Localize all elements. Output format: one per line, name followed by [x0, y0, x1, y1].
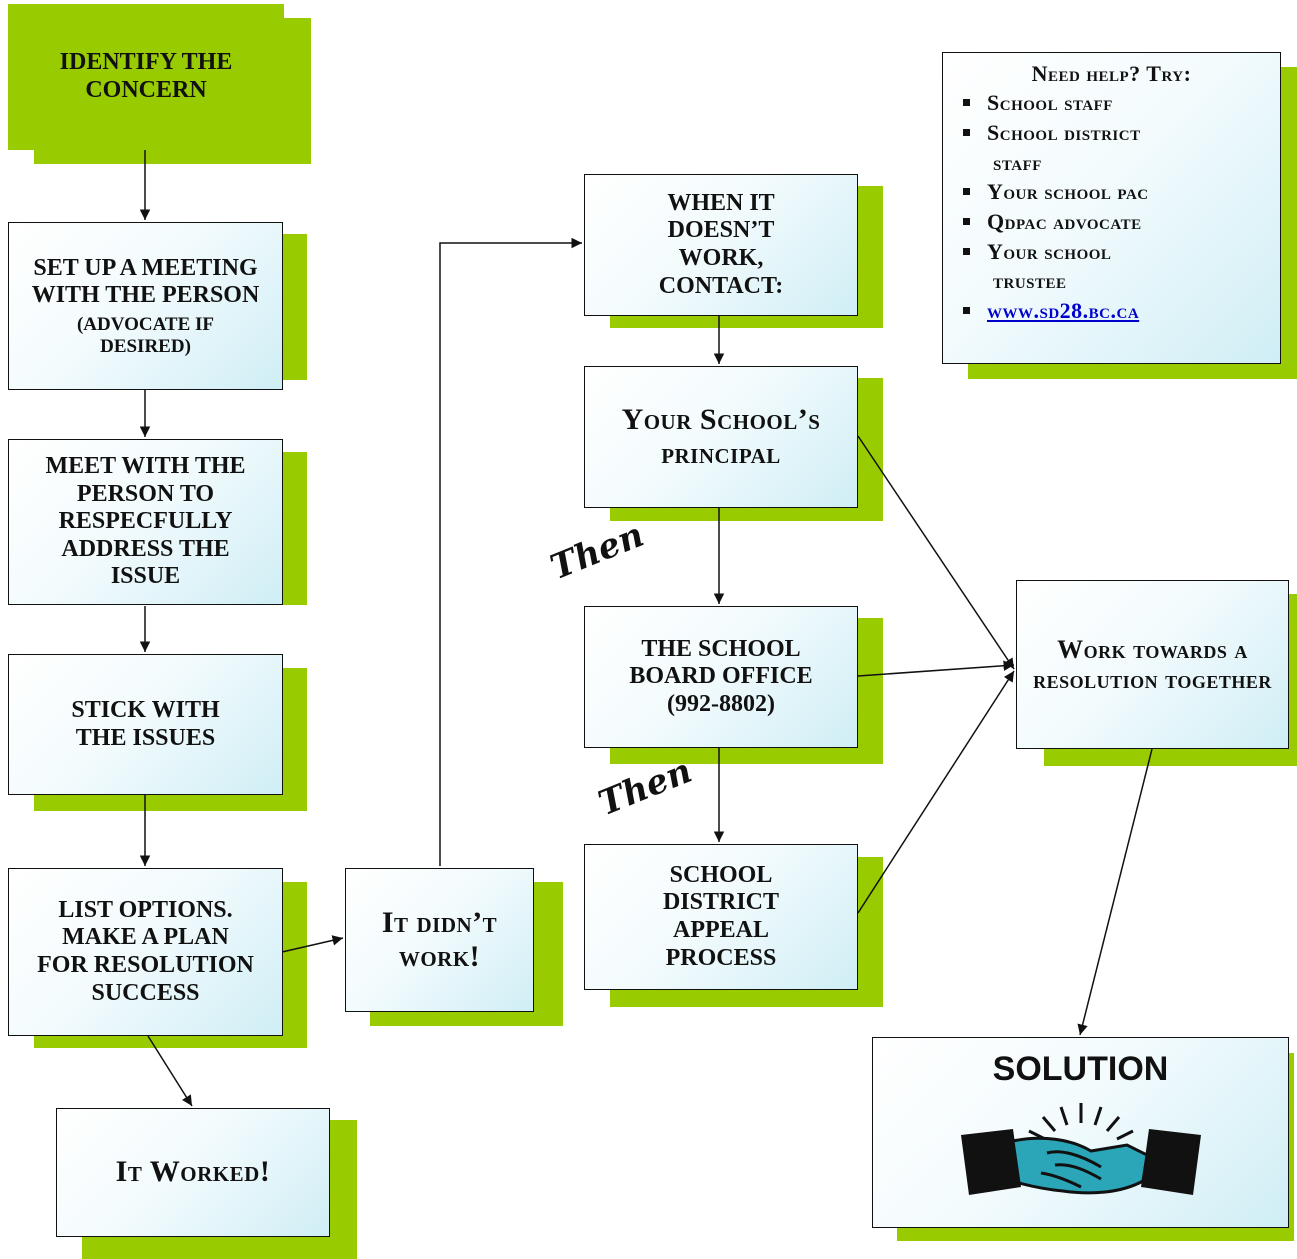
help-item: School staff: [953, 88, 1149, 118]
it-didnt-work-label: It didn’t work!: [381, 905, 498, 974]
when-doesnt-work-box: WHEN IT DOESN’T WORK, CONTACT:: [584, 174, 858, 316]
list-options-box: LIST OPTIONS. MAKE A PLAN FOR RESOLUTION…: [8, 868, 283, 1036]
help-item: School district staff: [953, 118, 1149, 177]
setup-meeting-box: SET UP A MEETING WITH THE PERSON (ADVOCA…: [8, 222, 283, 390]
help-item-text: Your school: [987, 238, 1112, 264]
help-item-continuation: trustee: [993, 268, 1067, 294]
arrow: [439, 237, 582, 866]
website-link[interactable]: www.sd28.bc.ca: [987, 298, 1140, 324]
arrow: [857, 660, 1015, 677]
principal-label: Your School’s principal: [621, 402, 821, 471]
stick-issues-box: STICK WITH THE ISSUES: [8, 654, 283, 795]
help-box: Need help? Try: School staff School dist…: [942, 52, 1281, 364]
meet-person-box: MEET WITH THE PERSON TO RESPECFULLY ADDR…: [8, 439, 283, 605]
school-board-phone: (992-8802): [667, 690, 775, 717]
setup-meeting-sublabel: (ADVOCATE IF DESIRED): [76, 313, 215, 357]
help-item-text: School district: [987, 119, 1141, 145]
help-item-text: Qdpac advocate: [987, 209, 1142, 235]
help-item: Qdpac advocate: [953, 207, 1149, 237]
meet-person-label: MEET WITH THE PERSON TO RESPECFULLY ADDR…: [45, 453, 246, 590]
help-item: Your school pac: [953, 177, 1149, 207]
principal-box: Your School’s principal: [584, 366, 858, 508]
arrow: [857, 670, 1015, 914]
identify-concern-label: IDENTIFY THE CONCERN: [59, 49, 233, 103]
it-worked-box: It Worked!: [56, 1108, 330, 1237]
school-board-label: THE SCHOOL BOARD OFFICE: [629, 635, 813, 690]
work-towards-resolution-label: Work towards a resolution together: [1033, 634, 1272, 694]
help-item: www.sd28.bc.ca: [953, 296, 1149, 326]
handshake-icon: [960, 1103, 1201, 1196]
arrow: [857, 435, 1015, 670]
arrow: [281, 935, 344, 953]
appeal-process-label: SCHOOL DISTRICT APPEAL PROCESS: [662, 861, 780, 971]
it-worked-label: It Worked!: [115, 1155, 271, 1189]
help-title: Need help? Try:: [1031, 61, 1192, 86]
arrow: [1077, 748, 1153, 1036]
help-item-text: Your school pac: [987, 179, 1149, 205]
work-towards-resolution-box: Work towards a resolution together: [1016, 580, 1289, 749]
it-didnt-work-box: It didn’t work!: [345, 868, 534, 1012]
list-options-label: LIST OPTIONS. MAKE A PLAN FOR RESOLUTION…: [37, 896, 254, 1006]
solution-box: SOLUTION: [872, 1037, 1289, 1228]
help-item: Your school trustee: [953, 237, 1149, 296]
appeal-process-box: SCHOOL DISTRICT APPEAL PROCESS: [584, 844, 858, 990]
school-board-box: THE SCHOOL BOARD OFFICE (992-8802): [584, 606, 858, 748]
stick-issues-label: STICK WITH THE ISSUES: [71, 696, 220, 751]
identify-concern-box: IDENTIFY THE CONCERN: [8, 4, 284, 150]
help-item-text: School staff: [987, 90, 1113, 116]
arrow: [147, 1035, 193, 1107]
setup-meeting-label: SET UP A MEETING WITH THE PERSON: [31, 254, 260, 309]
solution-label: SOLUTION: [992, 1050, 1169, 1088]
help-list: School staff School district staff Your s…: [953, 88, 1149, 326]
when-doesnt-work-label: WHEN IT DOESN’T WORK, CONTACT:: [658, 189, 784, 299]
help-item-continuation: staff: [993, 149, 1042, 175]
